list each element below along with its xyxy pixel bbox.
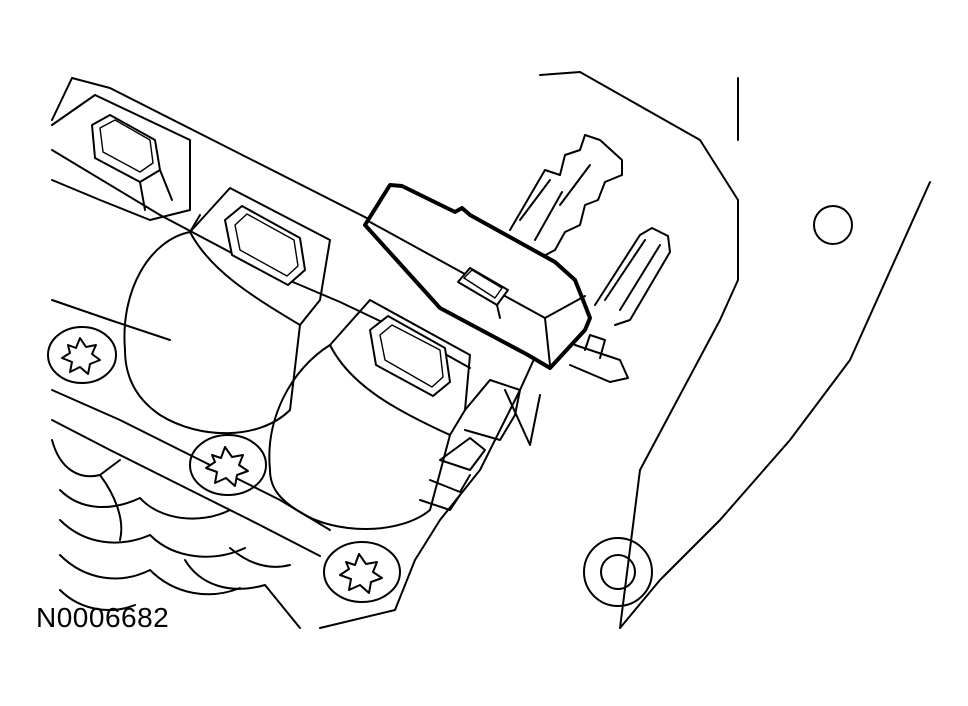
electrical-connector — [363, 183, 592, 370]
torx-bolt-1 — [47, 326, 117, 384]
housing-hole-upper — [813, 205, 853, 245]
terminal-pins — [419, 389, 541, 511]
housing-plate — [539, 71, 931, 629]
harness-bracket — [509, 134, 671, 383]
housing-boss-lower-outer — [583, 537, 653, 607]
solenoid-coil-2 — [123, 187, 331, 435]
solenoid-coil-3 — [268, 299, 521, 530]
solenoid-coil-1 — [51, 94, 191, 221]
torx-bolt-3 — [323, 541, 401, 603]
figure-reference-code: N0006682 — [36, 602, 170, 633]
housing-boss-lower-inner — [600, 554, 636, 590]
torx-bolt-2 — [189, 434, 267, 496]
lower-ribs — [51, 439, 301, 629]
